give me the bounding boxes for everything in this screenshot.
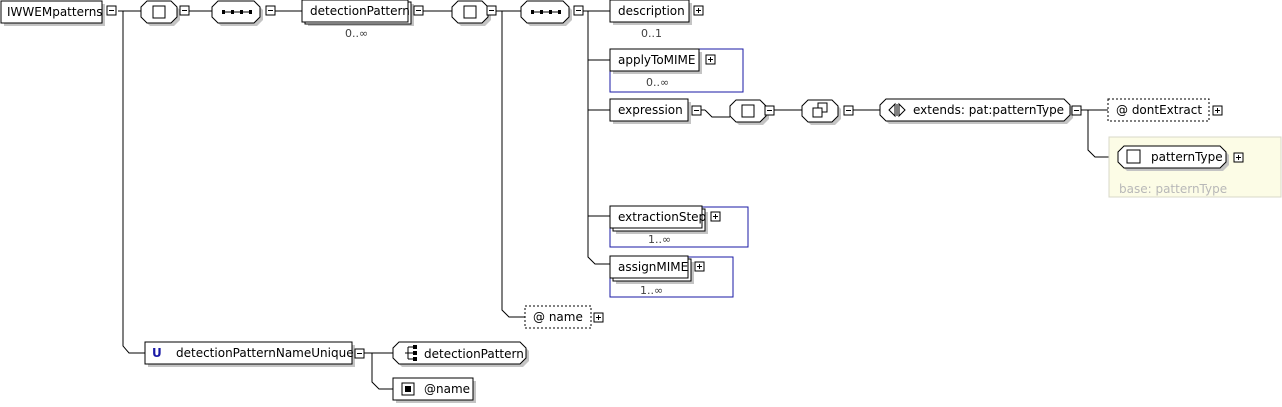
description-label: description <box>618 4 685 18</box>
sequence-dots-icon[interactable] <box>211 0 263 26</box>
detectionPattern-label: detectionPattern <box>310 4 410 18</box>
patternType-base-label: base: patternType <box>1119 182 1227 196</box>
patternType-label: patternType <box>1151 150 1223 164</box>
extractionStep-label: extractionStep <box>618 210 706 224</box>
expression-label: expression <box>618 103 683 117</box>
assignMIME-element-node[interactable]: assignMIME <box>609 255 694 284</box>
patternType-node[interactable]: patternType <box>1117 145 1229 171</box>
dontExtract-label: @ dontExtract <box>1116 103 1202 117</box>
extends-label: extends: pat:patternType <box>913 103 1064 117</box>
collapse-toggle-icon[interactable] <box>179 5 190 16</box>
collapse-toggle-icon[interactable] <box>573 5 584 16</box>
expand-toggle-icon[interactable] <box>693 5 704 16</box>
collapse-toggle-icon[interactable] <box>1071 105 1082 116</box>
expand-toggle-icon[interactable] <box>694 261 705 272</box>
applyToMIME-element-node[interactable]: applyToMIME <box>609 48 702 74</box>
expand-toggle-icon[interactable] <box>1233 152 1244 163</box>
expression-element-node[interactable]: expression <box>609 98 691 124</box>
expand-toggle-icon[interactable] <box>710 211 721 222</box>
unique-marker-icon: U <box>152 346 162 360</box>
expand-toggle-icon[interactable] <box>1212 105 1223 116</box>
unique-constraint-node[interactable]: U detectionPatternNameUnique <box>144 341 355 367</box>
applyToMIME-cardinality: 0..∞ <box>646 76 669 89</box>
description-cardinality: 0..1 <box>641 27 662 40</box>
sequence-dots-icon[interactable] <box>520 0 572 26</box>
name-attribute-label: @ name <box>533 310 583 324</box>
name-attribute-node[interactable]: @ name <box>524 305 592 329</box>
expand-toggle-icon[interactable] <box>705 54 716 65</box>
unique-constraint-label: detectionPatternNameUnique <box>176 346 354 360</box>
field-label: @name <box>424 382 470 396</box>
description-element-node[interactable]: description <box>609 0 692 25</box>
detectionPattern-cardinality: 0..∞ <box>345 27 368 40</box>
sequence-compositor-icon[interactable] <box>729 99 769 125</box>
collapse-toggle-icon[interactable] <box>843 105 854 116</box>
collapse-toggle-icon[interactable] <box>265 5 276 16</box>
field-node[interactable]: @name <box>392 377 476 403</box>
collapse-toggle-icon[interactable] <box>486 5 497 16</box>
extractionStep-cardinality: 1..∞ <box>648 233 671 246</box>
collapse-toggle-icon[interactable] <box>354 348 365 359</box>
sequence-compositor-icon[interactable] <box>451 0 491 26</box>
collapse-toggle-icon[interactable] <box>413 5 424 16</box>
root-element-node[interactable]: IWWEMpatterns <box>0 0 105 26</box>
dontExtract-attribute-node[interactable]: @ dontExtract <box>1107 98 1210 122</box>
extractionStep-element-node[interactable]: extractionStep <box>609 205 708 234</box>
selector-tree-icon <box>405 345 417 361</box>
expand-toggle-icon[interactable] <box>593 312 604 323</box>
collapse-toggle-icon[interactable] <box>691 105 702 116</box>
collapse-toggle-icon[interactable] <box>764 105 775 116</box>
sequence-compositor-icon[interactable] <box>140 0 180 26</box>
selector-node[interactable]: detectionPattern <box>392 341 529 367</box>
detectionPattern-element-node[interactable]: detectionPattern <box>301 0 414 26</box>
assignMIME-cardinality: 1..∞ <box>640 284 663 297</box>
connector-lines <box>118 10 1118 390</box>
assignMIME-label: assignMIME <box>618 260 688 274</box>
collapse-toggle-icon[interactable] <box>106 5 117 16</box>
applyToMIME-label: applyToMIME <box>618 53 695 67</box>
extends-node[interactable]: extends: pat:patternType <box>879 98 1073 124</box>
complex-content-icon[interactable] <box>801 99 841 125</box>
root-element-label: IWWEMpatterns <box>7 5 103 19</box>
selector-label: detectionPattern <box>424 347 524 361</box>
